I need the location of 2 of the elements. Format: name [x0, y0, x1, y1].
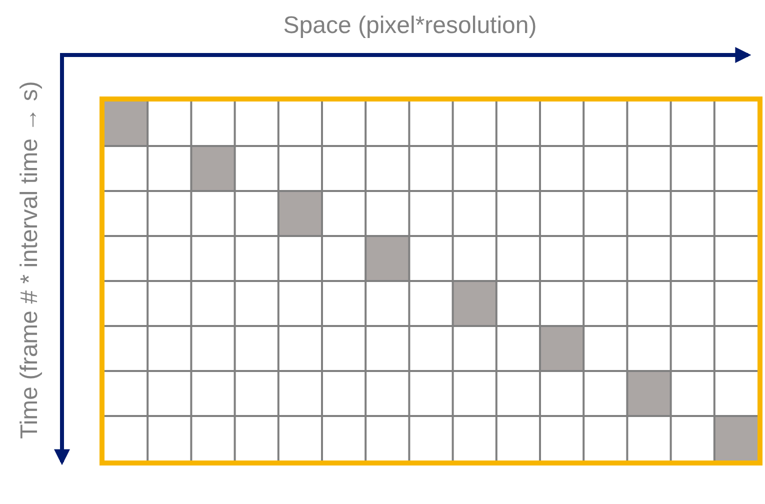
axis-label: Space (pixel*resolution) [283, 14, 537, 38]
axis-label: Time (frame # * interval time → s) [18, 81, 42, 439]
